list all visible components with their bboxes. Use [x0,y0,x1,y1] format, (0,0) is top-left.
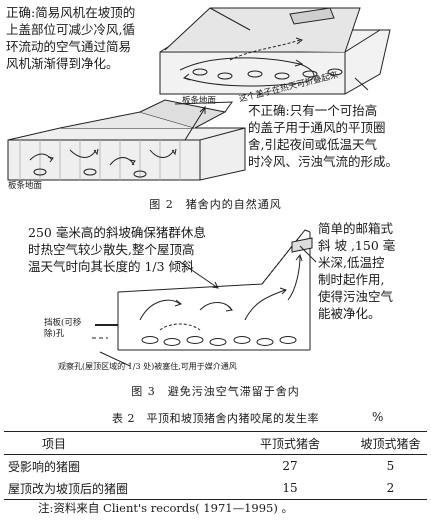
sloped-roof-value: 2 [386,481,395,495]
table-title: 表 2 平顶和坡顶猪舍内猪咬尾的发生率 [112,412,319,425]
fig2-caption: 图 2 猪舍内的自然通风 [149,198,282,211]
row-label: 屋顶改为坡顶后的猪圈 [8,481,129,496]
tail-biting-table: 项目 平顶式猪舍 坡顶式猪舍 受影响的猪圈 27 5 屋顶改为坡顶后的猪圈 15… [4,431,427,500]
fig2-correct-text: 正确:简易风机在坡顶的 上盖部位可减少冷风,循 环流动的空气通过简易 风机渐渐得… [6,5,136,71]
header-flat-roof: 平顶式猪舍 [259,436,320,451]
fig3-left-text: 250 毫米高的斜坡确保猪群休息 时热空气较少散失,整个屋顶高 温天气时向其长度… [28,225,206,274]
flat-roof-value: 27 [282,459,298,473]
slatted-floor-label-bottom: 板条地面 [8,181,43,191]
header-sloped-roof: 坡顶式猪舍 [360,436,421,451]
table-header-row: 项目 平顶式猪舍 坡顶式猪舍 [4,431,427,455]
slatted-floor-label-top: 板条地面 [182,96,217,106]
header-item: 项目 [42,436,67,451]
foldable-lid-label: 这个盖子在热天可折叠起来 [238,70,340,105]
fig3-right-text: 简单的邮箱式 斜 坡 ,150 毫 米深,低温控 制时起作用, 使得污浊空气 能… [318,221,396,321]
table-unit: % [372,410,384,424]
fig2-incorrect-text: 不正确:只有一个可抬高 的盖子用于通风的平顶圈 舍,引起夜间或低温天气 时冷风、… [248,103,399,169]
row-label: 受影响的猪圈 [8,459,81,474]
table-row: 受影响的猪圈 27 5 [4,455,427,478]
sloped-roof-value: 5 [386,459,395,473]
table-row: 屋顶改为坡顶后的猪圈 15 2 [4,477,427,500]
flat-roof-value: 15 [282,481,298,495]
fig3-caption: 图 3 避免污浊空气滞留于舍内 [131,385,300,398]
table-note: 注:资料来自 Client's records( 1971—1995) 。 [38,501,293,515]
baffle-label: 挡板(可移 除)孔 [44,318,82,339]
observation-hole-label: 观察孔(屋顶区域的 1/3 处)被塞住,可用于媒介通风 [58,362,237,371]
